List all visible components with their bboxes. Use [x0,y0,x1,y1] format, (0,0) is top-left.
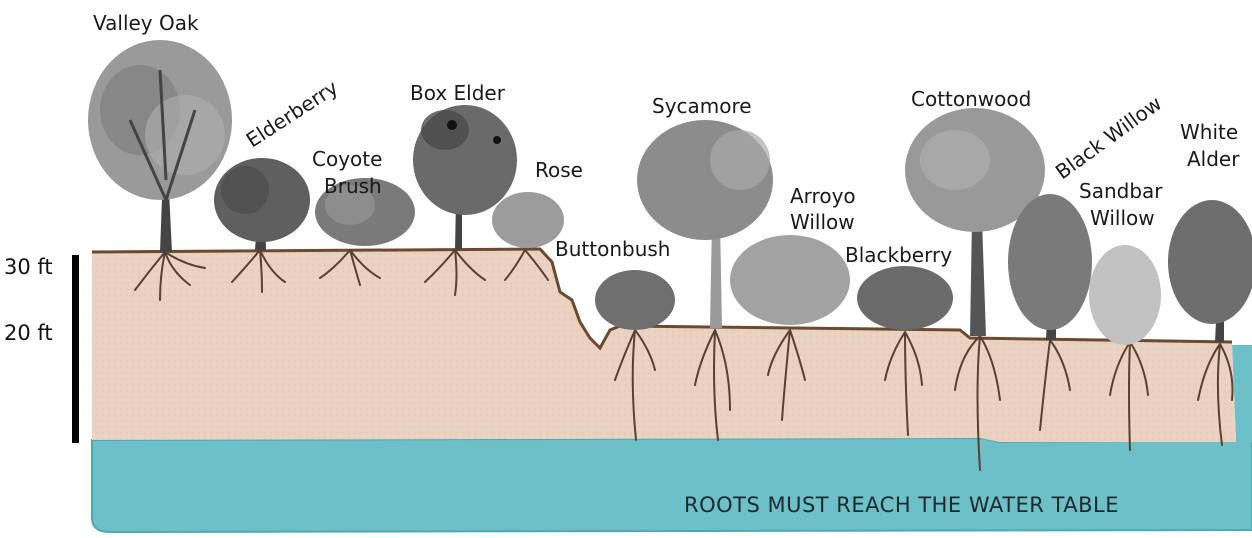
white-alder-tree [1168,200,1252,342]
rose-shrub [492,192,564,248]
elderberry-shrub [214,158,310,250]
water-table [92,438,1252,532]
black-willow-tree [1008,194,1092,340]
label-buttonbush: Buttonbush [555,237,670,261]
label-elderberry: Elderberry [242,75,343,152]
label-rose: Rose [535,158,583,182]
blackberry-shrub [857,266,953,330]
label-blackberry: Blackberry [845,243,952,267]
label-cottonwood: Cottonwood [911,87,1031,111]
label-black-willow: Black Willow [1051,91,1166,184]
scale-label-30ft: 30 ft [4,255,53,279]
label-sycamore: Sycamore [652,94,752,118]
label-box-elder: Box Elder [410,81,506,105]
label-arroyo-willow-line2: Willow [790,210,855,234]
buttonbush-shrub [595,270,675,330]
label-arroyo-willow-line1: Arroyo [790,184,856,208]
valley-oak-tree [88,40,232,252]
label-coyote-brush-line2: Brush [324,174,382,198]
height-scale-bar [72,255,79,443]
label-valley-oak: Valley Oak [93,11,199,35]
label-white-alder-line2: Alder [1187,147,1240,171]
label-sandbar-willow-line2: Willow [1090,206,1155,230]
water-table-caption: ROOTS MUST REACH THE WATER TABLE [684,493,1119,517]
scale-label-20ft: 20 ft [4,321,53,345]
sandbar-willow-shrub [1089,245,1161,345]
label-coyote-brush-line1: Coyote [312,147,382,171]
arroyo-willow-shrub [730,235,850,325]
label-white-alder-line1: White [1180,120,1238,144]
label-sandbar-willow-line1: Sandbar [1079,179,1163,203]
